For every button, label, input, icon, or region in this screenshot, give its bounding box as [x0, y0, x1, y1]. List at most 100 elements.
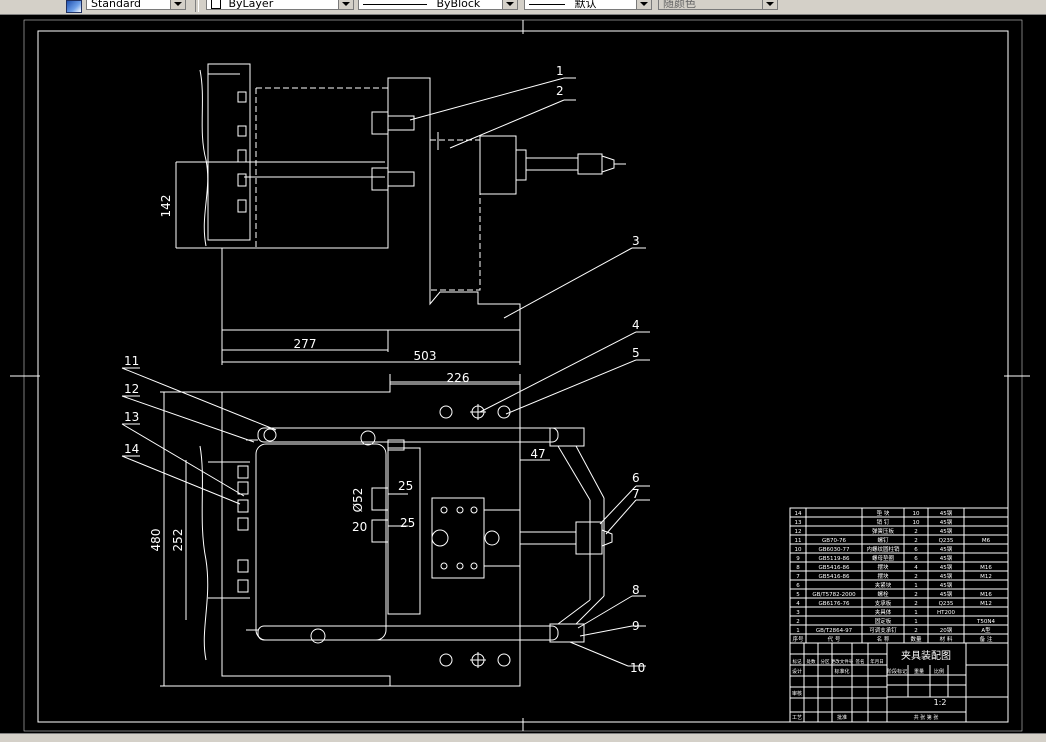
- layer-combo[interactable]: ByLayer: [206, 0, 354, 10]
- text-style-icon[interactable]: [66, 0, 82, 13]
- bom-cell: 11: [795, 538, 802, 544]
- balloon-13: 13: [124, 410, 139, 424]
- sign-label: 处数: [807, 658, 816, 665]
- bom-cell: 1: [914, 619, 918, 625]
- bom-header-cell: 材 料: [940, 635, 953, 643]
- bom-cell: 2: [914, 529, 918, 535]
- chevron-down-icon[interactable]: [170, 0, 185, 9]
- bom-cell: GB5416-86: [818, 574, 850, 580]
- bom-cell: 10: [795, 547, 802, 553]
- bom-cell: GB/T5782-2000: [812, 592, 856, 598]
- bom-cell: Q235: [939, 538, 954, 544]
- part-balloons: 1 2 3 4 5 6 7 8 9 10 11 12 13 14: [121, 64, 650, 675]
- drawing-canvas[interactable]: 142 277 503: [0, 15, 1046, 733]
- horizontal-scrollbar[interactable]: [0, 733, 1046, 742]
- lineweight-combo[interactable]: 默认: [524, 0, 652, 10]
- balloon-4: 4: [632, 318, 640, 332]
- layer-value: ByLayer: [228, 0, 274, 10]
- sign-label: 标记: [793, 658, 802, 665]
- dim-226: 226: [447, 371, 470, 385]
- sign-label: 更改文件号: [831, 658, 854, 665]
- balloon-5: 5: [632, 346, 640, 360]
- standardization-label: 标准化: [834, 668, 849, 675]
- bom-cell: 45钢: [940, 572, 953, 580]
- bom-cell: 摆块: [877, 572, 889, 580]
- balloon-14: 14: [124, 442, 139, 456]
- linetype-sample-icon: [363, 3, 427, 5]
- bom-cell: GB/T2864-97: [816, 628, 853, 634]
- bom-cell: 20钢: [940, 626, 953, 634]
- bom-cell: GB5119-86: [818, 556, 850, 562]
- bom-cell: 45钢: [940, 563, 953, 571]
- bom-cell: 内螺纹圆柱销: [866, 545, 900, 553]
- scale-label: 比例: [934, 668, 944, 675]
- text-style-combo[interactable]: Standard: [86, 0, 186, 10]
- bom-header-cell: 序号: [792, 635, 804, 643]
- bom-cell: 1: [914, 610, 918, 616]
- bom-cell: 10: [913, 511, 920, 517]
- chevron-down-icon[interactable]: [762, 0, 777, 9]
- bom-cell: M16: [980, 592, 992, 598]
- bom-cell: 45钢: [940, 554, 953, 562]
- dim-20: 20: [352, 520, 367, 534]
- bom-cell: GB6030-77: [818, 547, 850, 553]
- plot-style-value: 随颜色: [663, 0, 696, 10]
- bom-cell: 2: [914, 592, 918, 598]
- bom-cell: 1: [796, 628, 800, 634]
- bom-cell: 2: [914, 538, 918, 544]
- bom-cell: 9: [796, 556, 800, 562]
- bom-cell: 螺母垫圈: [872, 554, 895, 562]
- balloon-2: 2: [556, 84, 564, 98]
- chevron-down-icon[interactable]: [636, 0, 651, 9]
- chevron-down-icon[interactable]: [502, 0, 517, 9]
- bom-cell: 45钢: [940, 581, 953, 589]
- bom-cell: 2: [914, 628, 918, 634]
- plot-style-combo[interactable]: 随颜色: [658, 0, 778, 10]
- linetype-value: ByBlock: [436, 0, 481, 10]
- bom-cell: 3: [796, 610, 800, 616]
- balloon-7: 7: [632, 487, 640, 501]
- dim-142: 142: [159, 195, 173, 218]
- bom-cell: GB70-76: [822, 538, 847, 544]
- bom-cell: 销 钉: [877, 518, 890, 526]
- bom-cell: 4: [914, 565, 918, 571]
- bom-cell: 螺钉: [877, 536, 889, 544]
- dim-277: 277: [294, 337, 317, 351]
- balloon-10: 10: [630, 661, 645, 675]
- bom-cell: GB5416-86: [818, 565, 850, 571]
- bom-cell: 2: [796, 619, 800, 625]
- dim-480: 480: [149, 529, 163, 552]
- bom-cell: 2: [914, 574, 918, 580]
- bom-cell: 45钢: [940, 545, 953, 553]
- bom-cell: 可调支承钉: [869, 626, 897, 634]
- balloon-1: 1: [556, 64, 564, 78]
- weight-label: 重量: [914, 668, 924, 675]
- bom-cell: 螺栓: [877, 590, 889, 598]
- bom-cell: 14: [795, 511, 802, 517]
- bom-cell: 7: [796, 574, 800, 580]
- lineweight-value: 默认: [574, 0, 597, 10]
- chevron-down-icon[interactable]: [338, 0, 353, 9]
- designer-label: 设计: [792, 668, 802, 675]
- bom-cell: 支承板: [875, 599, 892, 607]
- bom-cell: 45钢: [940, 527, 953, 535]
- dim-503: 503: [414, 349, 437, 363]
- bom-cell: 弹簧压板: [872, 527, 895, 535]
- toolbar-separator: [195, 0, 199, 12]
- bom-cell: 45钢: [940, 590, 953, 598]
- process-label: 工艺: [792, 715, 802, 721]
- bom-header-cell: 备 注: [980, 635, 993, 643]
- linetype-combo[interactable]: ByBlock: [358, 0, 518, 10]
- balloon-9: 9: [632, 619, 640, 633]
- bom-cell: T50N4: [976, 619, 995, 625]
- dim-25-a: 25: [398, 479, 413, 493]
- balloon-3: 3: [632, 234, 640, 248]
- lineweight-sample-icon: [529, 3, 565, 5]
- review-label: 审核: [792, 690, 802, 697]
- dim-252: 252: [171, 529, 185, 552]
- balloon-11: 11: [124, 354, 139, 368]
- drawing-title: 夹具装配图: [901, 649, 951, 662]
- bom-cell: M16: [980, 565, 992, 571]
- approve-label: 批准: [837, 714, 847, 721]
